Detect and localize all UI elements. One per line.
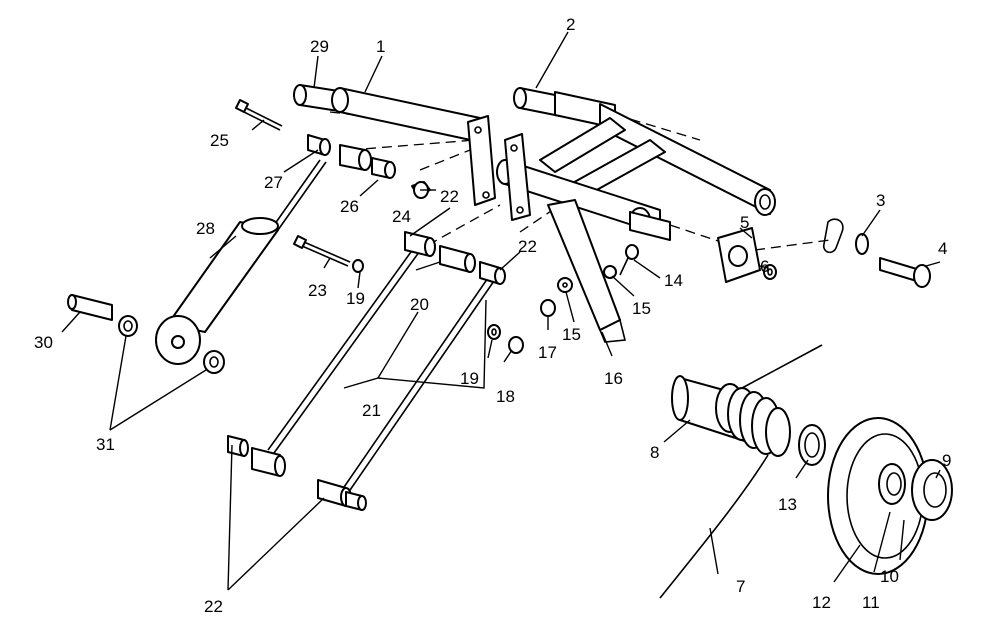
callout-28: 28 [196,219,215,238]
nut-17 [540,299,556,317]
callout-7: 7 [736,577,745,596]
callout-24: 24 [392,207,411,226]
callout-22b: 22 [518,237,537,256]
bolt-4 [879,257,931,288]
clip [822,218,844,254]
bushing-20 [439,245,476,273]
callout-9: 9 [942,451,951,470]
callout-8: 8 [650,443,659,462]
nut-plate-5 [717,227,761,283]
washer-15b [603,265,617,279]
axle-tube [496,159,671,241]
callout-20: 20 [410,295,429,314]
callout-13: 13 [778,495,797,514]
callout-31: 31 [96,435,115,454]
callout-16: 16 [604,369,623,388]
washer-19a [352,259,364,273]
callout-19b: 19 [460,369,479,388]
cross-shaft-1 [331,87,481,143]
bushing-22c [317,479,367,511]
bushing-31a [118,315,138,337]
bolt-23 [293,235,351,267]
bushing-31b [203,350,225,374]
mounting-plates [467,115,531,221]
washer-19b [487,324,501,340]
bolt-14 [619,244,639,276]
callout-4: 4 [938,239,947,258]
callout-23: 23 [308,281,327,300]
leader-lines [61,31,941,591]
bushing-22b [251,447,286,477]
bushing-26 [371,157,396,179]
callout-11: 11 [862,593,880,612]
pin-30 [67,294,113,321]
callout-30: 30 [34,333,53,352]
callout-12: 12 [812,593,831,612]
callout-5: 5 [740,213,749,232]
bushing-22a [227,435,249,457]
bolt-25 [235,99,283,131]
rod-21a [267,231,436,454]
washer-13 [798,424,826,466]
callout-15a: 15 [562,325,581,344]
rod-21b [341,261,506,494]
callout-6: 6 [760,257,769,276]
shock-absorber-28 [155,159,327,365]
callout-14: 14 [664,271,683,290]
callout-2: 2 [566,15,575,34]
callout-29: 29 [310,37,329,56]
callout-15b: 15 [632,299,651,318]
callout-labels: 1 2 3 4 5 6 7 8 9 10 11 12 13 14 15 15 1… [34,15,951,616]
hanger-bracket-16 [547,199,627,343]
callout-26: 26 [340,197,359,216]
callout-22a: 22 [440,187,459,206]
bushing-shock-top [339,144,372,171]
washer-6 [763,264,777,280]
callout-21: 21 [362,401,381,420]
callout-1: 1 [376,37,385,56]
callout-10: 10 [880,567,899,586]
callout-18: 18 [496,387,515,406]
callout-19a: 19 [346,289,365,308]
bushing-27 [307,134,331,156]
callout-3: 3 [876,191,885,210]
callout-17: 17 [538,343,557,362]
spring-arm-7 [659,344,823,599]
bearing-9 [911,459,953,521]
washer-3 [855,233,869,255]
callout-22c: 22 [204,597,223,616]
washer-15a [557,277,573,293]
callout-27: 27 [264,173,283,192]
callout-25: 25 [210,131,229,150]
torsion-spring [715,383,791,457]
nut-18 [508,336,524,354]
